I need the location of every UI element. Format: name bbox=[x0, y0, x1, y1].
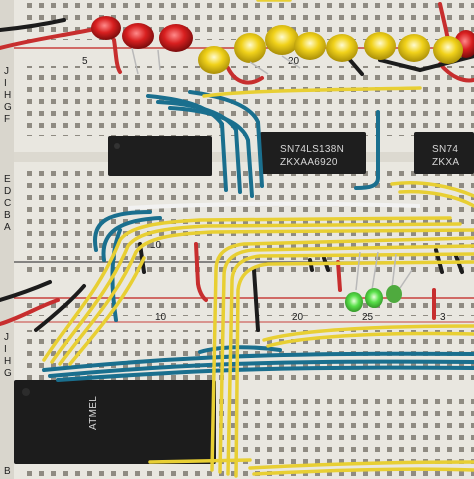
led-yellow-7 bbox=[398, 34, 430, 62]
yellow-wires bbox=[42, 0, 474, 478]
chip-3-label-line2: ZKXA bbox=[432, 157, 459, 168]
blue-wires bbox=[42, 90, 474, 382]
led-yellow-1 bbox=[198, 46, 230, 74]
row-letter-j2: J bbox=[4, 332, 9, 343]
row-letter-g2: G bbox=[4, 368, 12, 379]
column-numbers: 5 20 10 10 20 25 3 bbox=[82, 56, 446, 323]
led-red-3 bbox=[159, 24, 193, 52]
led-red-1 bbox=[91, 16, 121, 40]
led-yellow-5 bbox=[326, 34, 358, 62]
row-letter-b: B bbox=[4, 210, 11, 221]
board-edge bbox=[0, 0, 14, 479]
ic-chip-2: SN74LS138N ZKXAA6920 bbox=[260, 132, 366, 174]
ic-chip-3: SN74 ZKXA bbox=[414, 132, 474, 174]
col-number-3: 3 bbox=[440, 312, 446, 323]
row-letter-e: E bbox=[4, 174, 11, 185]
chip-3-label-line1: SN74 bbox=[432, 144, 458, 155]
led-yellow-2 bbox=[234, 33, 266, 63]
row-letter-f: F bbox=[4, 114, 10, 125]
col-number-10b: 10 bbox=[155, 312, 167, 323]
center-channel bbox=[14, 152, 474, 162]
led-red-2 bbox=[122, 23, 154, 49]
led-bar-green bbox=[345, 285, 402, 312]
row-letter-b2: B bbox=[4, 466, 11, 477]
white-wire bbox=[127, 201, 421, 210]
col-number-20b: 20 bbox=[292, 312, 304, 323]
led-green-3 bbox=[386, 285, 402, 303]
led-green-2 bbox=[365, 288, 383, 308]
row-letter-h: H bbox=[4, 90, 11, 101]
row-letters: J I H G F E D C B A J I H G B bbox=[4, 66, 12, 477]
led-yellow-3 bbox=[265, 25, 299, 55]
col-number-25: 25 bbox=[362, 312, 374, 323]
microcontroller-chip: ATMEL bbox=[14, 380, 216, 464]
col-number-5: 5 bbox=[82, 56, 88, 67]
chip-2-label-line2: ZKXAA6920 bbox=[280, 157, 338, 168]
terminal-holes-upper bbox=[20, 66, 474, 136]
led-yellow-8 bbox=[433, 36, 463, 64]
led-yellow-6 bbox=[364, 32, 396, 60]
led-bar-yellow bbox=[198, 25, 463, 74]
ic-chip-1 bbox=[108, 136, 212, 176]
row-letter-i2: I bbox=[4, 344, 7, 355]
row-letter-a: A bbox=[4, 222, 11, 233]
row-letter-i: I bbox=[4, 78, 7, 89]
led-green-1 bbox=[345, 292, 363, 312]
row-letter-c: C bbox=[4, 198, 11, 209]
col-number-10a: 10 bbox=[150, 240, 162, 251]
chip-2-label-line1: SN74LS138N bbox=[280, 144, 344, 155]
col-number-20: 20 bbox=[288, 56, 300, 67]
row-letter-h2: H bbox=[4, 356, 11, 367]
led-legs bbox=[131, 47, 413, 291]
row-letter-d: D bbox=[4, 186, 11, 197]
row-letter-j: J bbox=[4, 66, 9, 77]
row-letter-g: G bbox=[4, 102, 12, 113]
microcontroller-logo: ATMEL bbox=[88, 396, 99, 430]
led-yellow-4 bbox=[294, 32, 326, 60]
